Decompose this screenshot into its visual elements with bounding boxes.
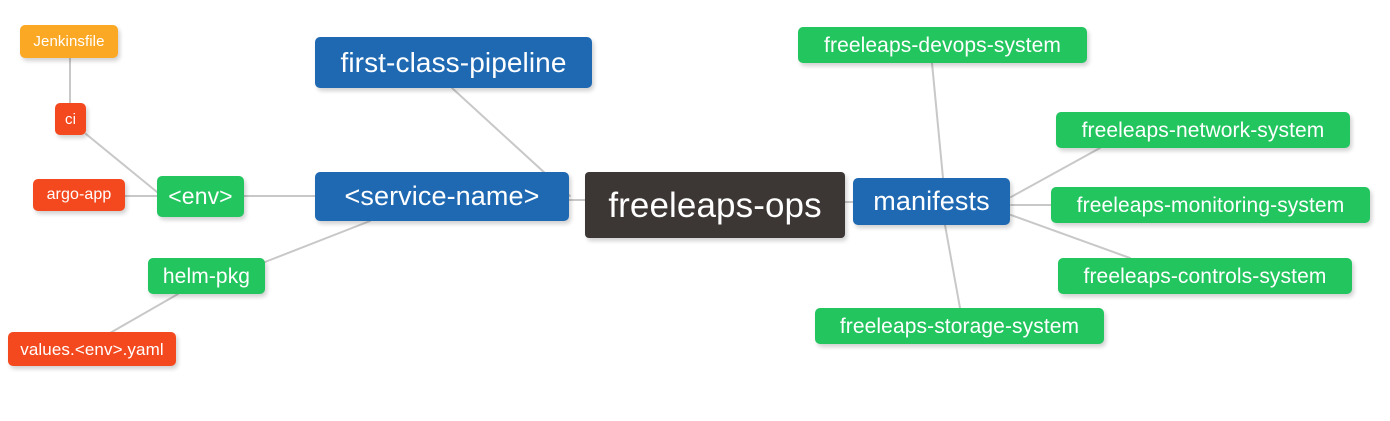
node-manifests[interactable]: manifests: [853, 178, 1010, 225]
node-freeleaps-storage-system[interactable]: freeleaps-storage-system: [815, 308, 1104, 344]
node-label: <service-name>: [344, 181, 540, 211]
node-jenkinsfile[interactable]: Jenkinsfile: [20, 25, 118, 58]
node-label: first-class-pipeline: [340, 46, 567, 78]
node-ci[interactable]: ci: [55, 103, 86, 135]
node-label: freeleaps-controls-system: [1083, 264, 1327, 288]
node-label: freeleaps-monitoring-system: [1076, 193, 1345, 217]
node-label: values.<env>.yaml: [20, 339, 164, 359]
node-label: freeleaps-ops: [608, 185, 822, 225]
node-label: freeleaps-network-system: [1081, 118, 1325, 142]
node-label: ci: [64, 110, 77, 128]
node-values-yaml[interactable]: values.<env>.yaml: [8, 332, 176, 366]
edge-manifests-to-freeleaps-storage-system: [944, 224, 961, 309]
node-label: freeleaps-storage-system: [839, 314, 1080, 338]
node-service-name[interactable]: <service-name>: [315, 172, 569, 221]
node-freeleaps-monitoring-system[interactable]: freeleaps-monitoring-system: [1051, 187, 1370, 223]
node-label: manifests: [873, 186, 990, 216]
node-env[interactable]: <env>: [157, 176, 244, 217]
node-freeleaps-network-system[interactable]: freeleaps-network-system: [1056, 112, 1350, 148]
node-freeleaps-ops[interactable]: freeleaps-ops: [585, 172, 845, 238]
node-label: freeleaps-devops-system: [824, 33, 1061, 57]
node-helm-pkg[interactable]: helm-pkg: [148, 258, 265, 294]
node-freeleaps-controls-system[interactable]: freeleaps-controls-system: [1058, 258, 1352, 294]
edge-service-name-to-helm-pkg: [264, 220, 371, 263]
node-argo-app[interactable]: argo-app: [33, 179, 125, 211]
node-label: argo-app: [46, 186, 112, 203]
node-first-class-pipeline[interactable]: first-class-pipeline: [315, 37, 592, 88]
node-freeleaps-devops-system[interactable]: freeleaps-devops-system: [798, 27, 1087, 63]
node-label: Jenkinsfile: [33, 33, 105, 50]
edge-manifests-to-freeleaps-devops-system: [931, 62, 944, 179]
node-label: helm-pkg: [162, 264, 251, 288]
node-label: <env>: [168, 183, 233, 209]
edge-helm-pkg-to-values-yaml: [109, 293, 179, 334]
